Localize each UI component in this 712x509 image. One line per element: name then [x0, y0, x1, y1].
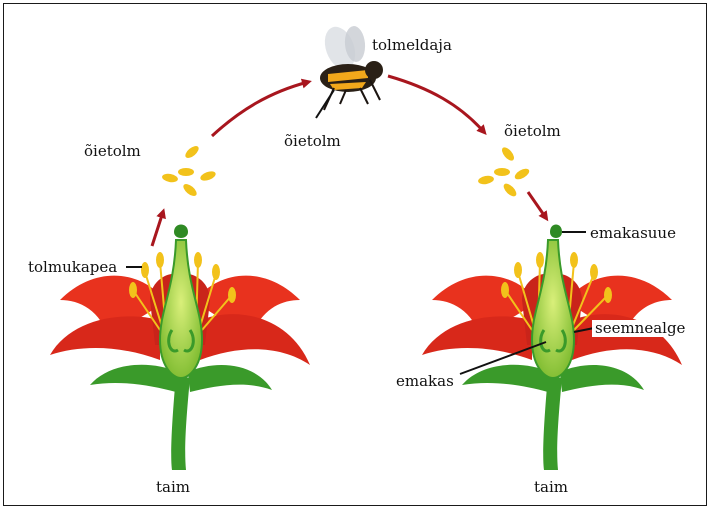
- pollen-right-cluster: [477, 145, 531, 198]
- arrow-pollen-to-bee: [212, 82, 308, 136]
- right-leaf-right: [560, 365, 644, 392]
- label-stigma: emakasuue: [590, 226, 676, 241]
- label-plant-right: taim: [534, 480, 568, 495]
- label-pollen-middle: õietolm: [284, 134, 341, 149]
- label-ovule: seemnealge: [592, 320, 688, 337]
- left-leaf-right: [188, 365, 272, 392]
- label-pollinator: tolmeldaja: [372, 38, 452, 53]
- label-pistil: emakas: [396, 374, 454, 389]
- left-petal-far-left: [50, 316, 160, 360]
- label-pollen-right: õietolm: [504, 124, 561, 139]
- right-stigma: [550, 225, 562, 239]
- left-petal-far-right: [200, 314, 310, 365]
- arrows: [152, 76, 546, 246]
- arrow-anther-to-pollen: [152, 212, 163, 246]
- arrow-bee-to-pollen: [388, 76, 484, 132]
- left-leaf-left: [90, 365, 178, 392]
- leader-bee-pollen: [316, 90, 334, 118]
- pollen-left-cluster: [161, 144, 216, 198]
- right-flower: [422, 225, 682, 471]
- label-anther: tolmukapea: [28, 260, 117, 275]
- label-pollen-left: õietolm: [84, 144, 141, 159]
- arrow-pollen-to-stigma: [528, 192, 546, 218]
- left-stigma: [174, 225, 188, 239]
- label-plant-left: taim: [156, 480, 190, 495]
